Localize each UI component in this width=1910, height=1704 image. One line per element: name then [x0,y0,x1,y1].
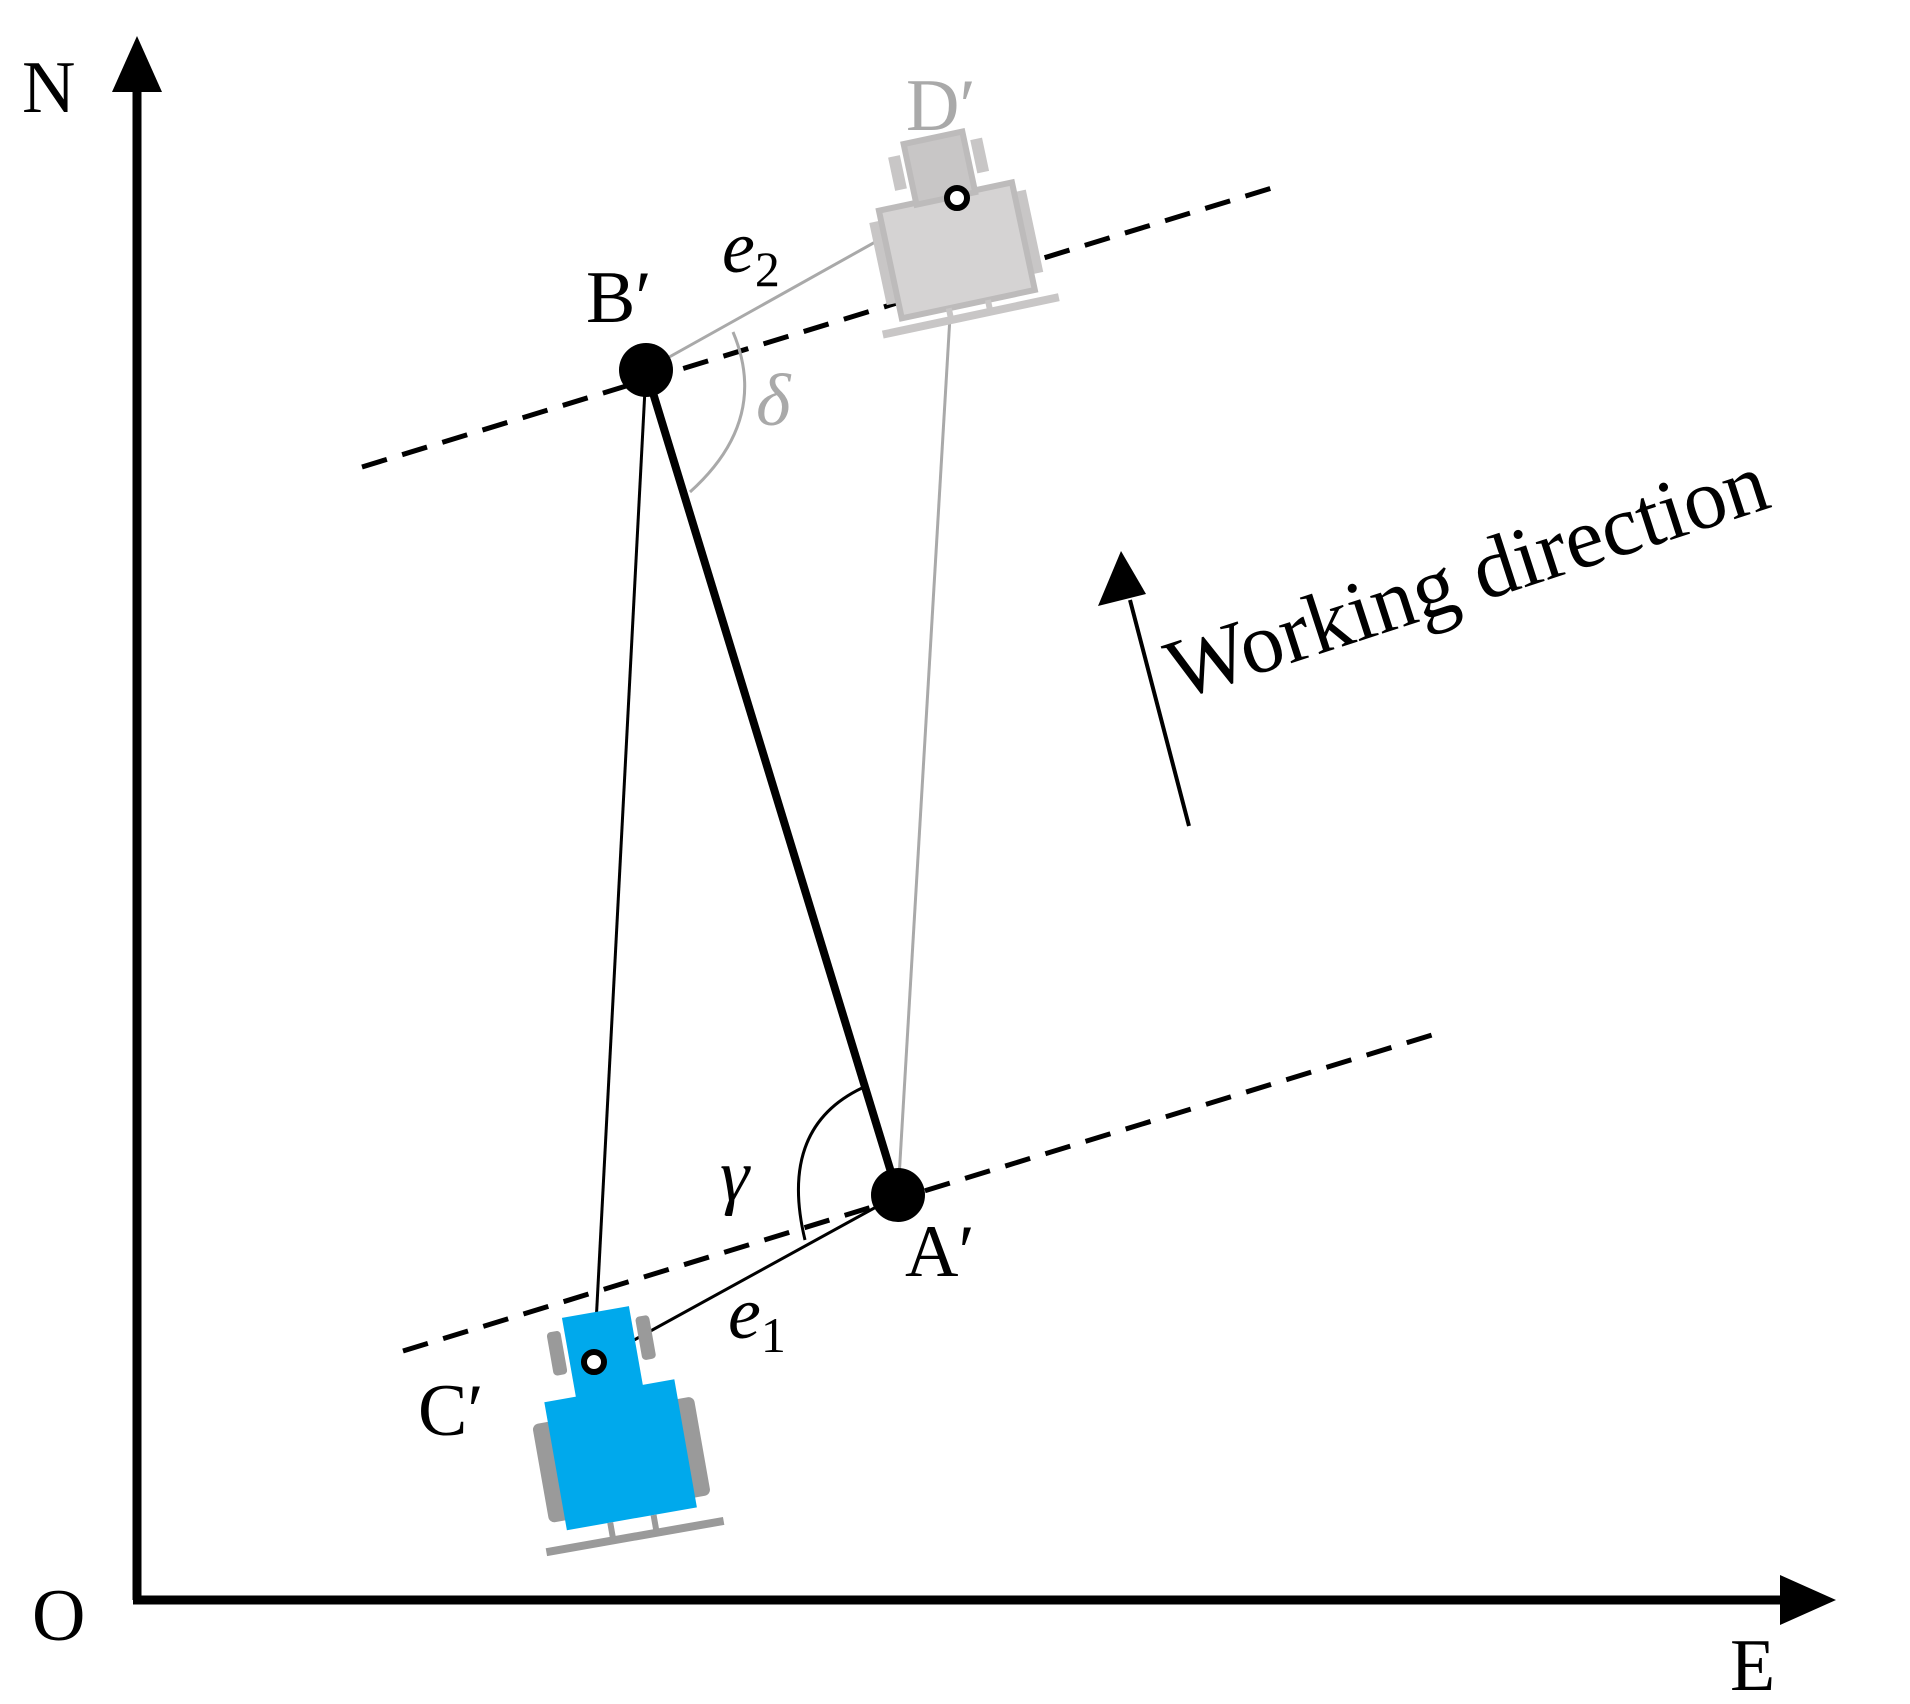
guide-lines [361,181,1446,1354]
north-arrow-head [112,36,162,92]
ghost-tractor-wheel [888,155,907,191]
tractor-wheel [672,1397,710,1498]
line-b-to-c [592,369,648,1363]
tractor-body [544,1379,697,1531]
tractor-hitch [650,1514,660,1534]
label-a: A′ [905,1211,975,1293]
origin-label: O [32,1575,85,1657]
tractor-wheel [532,1421,571,1523]
upper-dashed-line [361,181,1286,470]
working-direction-shaft [1128,599,1191,827]
delta-angle-arc [688,331,747,494]
north-label: N [22,47,75,129]
ghost-tractor-hitch [945,307,955,321]
triangle-lines [592,368,902,1364]
tractor-wheel [546,1331,568,1376]
lower-dashed-line [402,1028,1446,1354]
point-a [871,1168,925,1222]
tractor-hitch [545,1516,725,1557]
ghost-tractor [869,128,1060,339]
label-d: D′ [906,65,976,147]
east-label: E [1730,1625,1775,1704]
point-c-antenna [581,1349,607,1375]
tractor-wheel [635,1315,656,1360]
tractor-hitch [607,1522,617,1541]
point-b [619,343,673,397]
ghost-tractor-hitch [881,293,1060,339]
label-e2-sub: 2 [755,241,780,297]
line-a-to-d [896,197,959,1196]
working-direction-arrow [1098,551,1191,827]
label-e1: e1 [728,1273,786,1363]
ghost-tractor-hitch [984,299,994,313]
blue-tractor [532,1306,725,1557]
working-direction-head [1098,551,1146,606]
gamma-angle-arc [797,1086,863,1241]
line-b-to-a [642,368,902,1197]
label-e2-base: e [722,207,755,289]
label-b: B′ [586,257,652,339]
label-c: C′ [418,1370,484,1452]
label-e1-base: e [728,1273,761,1355]
label-e1-sub: 1 [761,1307,786,1363]
point-d-antenna [944,185,970,211]
east-arrow-head [1780,1575,1836,1625]
working-direction-label: Working direction [1154,433,1779,718]
label-gamma: γ [720,1135,751,1217]
label-e2: e2 [722,207,780,297]
axes: N O E [22,36,1836,1704]
label-delta: δ [756,360,792,442]
ghost-lines [645,196,959,1196]
ghost-tractor-wheel [970,137,990,174]
